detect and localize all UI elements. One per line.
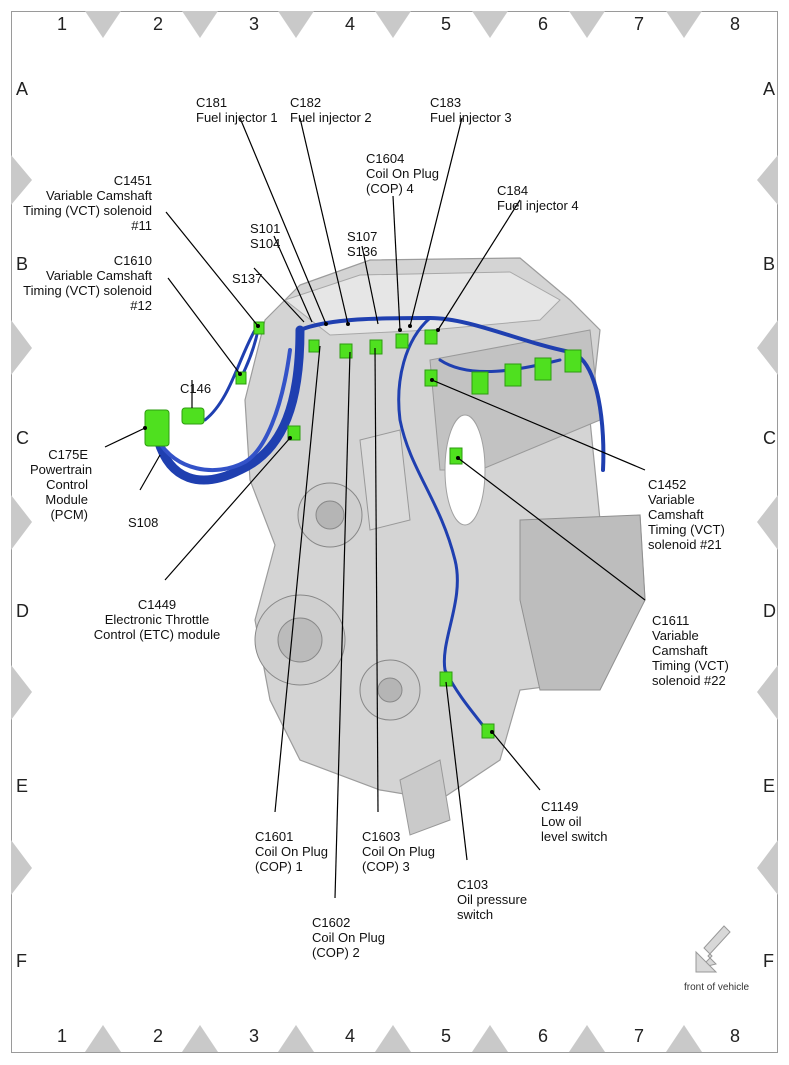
leader-lines bbox=[104, 117, 646, 899]
grid-row-c: C bbox=[16, 428, 29, 448]
grid-col-6-bottom: 6 bbox=[537, 1026, 549, 1046]
grid-col-1-bottom: 1 bbox=[56, 1026, 68, 1046]
grid-col-5-bottom: 5 bbox=[440, 1026, 452, 1046]
grid-row-a-right: A bbox=[763, 79, 776, 99]
grid-col-4: 4 bbox=[344, 14, 356, 34]
grid-col-4-bottom: 4 bbox=[344, 1026, 356, 1046]
grid-col-2: 2 bbox=[152, 14, 164, 34]
grid-row-b: B bbox=[16, 254, 29, 274]
grid-col-7: 7 bbox=[633, 14, 645, 34]
grid-row-b-right: B bbox=[763, 254, 776, 274]
grid-col-7-bottom: 7 bbox=[633, 1026, 645, 1046]
grid-row-f: F bbox=[16, 951, 27, 971]
grid-col-3-bottom: 3 bbox=[248, 1026, 260, 1046]
arrowheads bbox=[143, 322, 494, 734]
label-s108: S108 bbox=[128, 515, 159, 530]
grid-col-1: 1 bbox=[56, 14, 68, 34]
connectors bbox=[144, 321, 582, 739]
engine-body bbox=[244, 257, 646, 836]
grid-markers bbox=[11, 11, 778, 1052]
grid-col-3: 3 bbox=[248, 14, 260, 34]
front-of-vehicle-arrow-icon bbox=[695, 925, 731, 973]
grid-row-e-right: E bbox=[763, 776, 776, 796]
grid-row-d: D bbox=[16, 601, 29, 621]
label-s137: S137 bbox=[232, 271, 263, 286]
grid-row-a: A bbox=[16, 79, 29, 99]
grid-col-6: 6 bbox=[537, 14, 549, 34]
front-of-vehicle-label: front of vehicle bbox=[684, 982, 750, 993]
grid-row-f-right: F bbox=[763, 951, 774, 971]
grid-row-e: E bbox=[16, 776, 29, 796]
grid-col-5: 5 bbox=[440, 14, 452, 34]
grid-col-2-bottom: 2 bbox=[152, 1026, 164, 1046]
grid-row-c-right: C bbox=[763, 428, 776, 448]
grid-col-8: 8 bbox=[729, 14, 741, 34]
grid-row-d-right: D bbox=[763, 601, 776, 621]
label-c146: C146 bbox=[180, 381, 212, 396]
grid-col-8-bottom: 8 bbox=[729, 1026, 741, 1046]
